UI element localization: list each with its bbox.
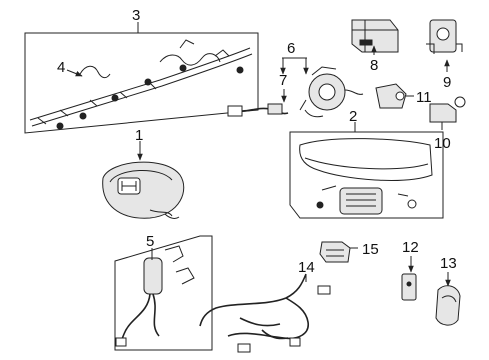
passenger-airbag-box [289,131,444,219]
sensor-unit-ribs [326,249,344,257]
steering-airbag-connector [149,209,180,219]
harness-inflator [143,257,163,295]
passenger-airbag-cover [299,138,433,181]
impact-sensor-group [429,96,466,130]
steering-airbag-cover-line [109,169,173,183]
steering-airbag-group [102,141,185,219]
harness-plug [237,343,251,353]
passenger-airbag-seam [304,157,429,170]
bolt-icon [144,78,152,86]
control-unit-group [351,19,399,55]
impact-sensor [429,103,457,123]
curtain-airbag-wire [79,65,111,79]
bolt-icon [316,201,324,209]
part-13-group [435,272,461,326]
main-harness-group [199,273,331,353]
control-unit [351,19,399,53]
callout-15: 15 [362,241,379,258]
harness-brackets [164,245,195,285]
sensor-bracket-group [426,19,463,72]
curtain-bolt-icons [56,64,244,130]
passenger-airbag-group [289,122,444,219]
clock-spring-hub [318,83,336,101]
main-harness-branches [239,317,289,340]
honda-h-logo-icon [117,177,141,195]
part-13-cover [435,285,461,326]
bolt-icon [111,94,119,102]
callout-4: 4 [57,59,65,76]
curtain-airbag-brackets [179,39,230,57]
harness-box [114,235,213,351]
callout-13: 13 [440,255,457,272]
callout-3: 3 [132,7,140,24]
curtain-airbag-folds [37,82,157,125]
callout-4-leader [66,69,83,77]
part-12-pin [406,281,412,287]
bolt-icon [79,112,87,120]
curtain-airbag-box [24,32,259,134]
clock-spring-tabs [299,66,364,111]
part-12-sensor [401,273,417,301]
clock-spring-tail [304,109,324,118]
connector-plug [227,105,243,117]
part-12-group [401,256,417,301]
sensor-unit-group [319,241,358,263]
callout-6: 6 [287,40,295,57]
callout-8: 8 [370,57,378,74]
harness-plug [317,285,331,295]
curtain-airbag-group [24,22,259,134]
passenger-inflator [339,187,383,215]
inflator-ribs [346,193,376,207]
connector-socket [267,103,283,115]
bolt-icon [236,66,244,74]
callout-11: 11 [416,89,432,106]
control-unit-edges [352,20,398,52]
curtain-airbag-upper-edge [29,47,251,121]
callout-1: 1 [135,127,143,144]
side-sensor-mount [395,91,405,101]
sensor-unit [319,241,351,263]
sensor-bracket-feet [426,43,463,54]
callout-7: 7 [279,72,287,89]
callout-12: 12 [402,239,419,256]
part-13-cover-edge [441,295,457,303]
harness-box-group [114,235,213,351]
side-sensor [375,83,407,109]
curtain-airbag-tether [159,53,221,66]
harness-wires [119,293,160,345]
main-harness-wires [199,273,309,340]
impact-sensor-cap [454,96,466,108]
callout-2: 2 [349,108,357,125]
bolt-icon [56,122,64,130]
callout-14: 14 [298,259,315,276]
harness-connector [115,337,127,347]
side-sensor-group [375,83,414,109]
bolt-icon [407,199,417,209]
control-unit-port [359,39,373,46]
bolt-icon [179,64,187,72]
callout-5: 5 [146,233,154,250]
sensor-lens [436,27,450,41]
clock-spring-group [280,57,364,118]
cable-reel-connector-group [227,103,289,117]
passenger-airbag-bracket [321,185,409,197]
steering-airbag-module [102,161,185,219]
callout-labels: 3 4 1 5 6 7 8 9 10 11 2 15 14 12 13 [57,7,457,276]
callout-10: 10 [434,135,451,152]
harness-plug [289,337,301,347]
callout-9: 9 [443,74,451,91]
